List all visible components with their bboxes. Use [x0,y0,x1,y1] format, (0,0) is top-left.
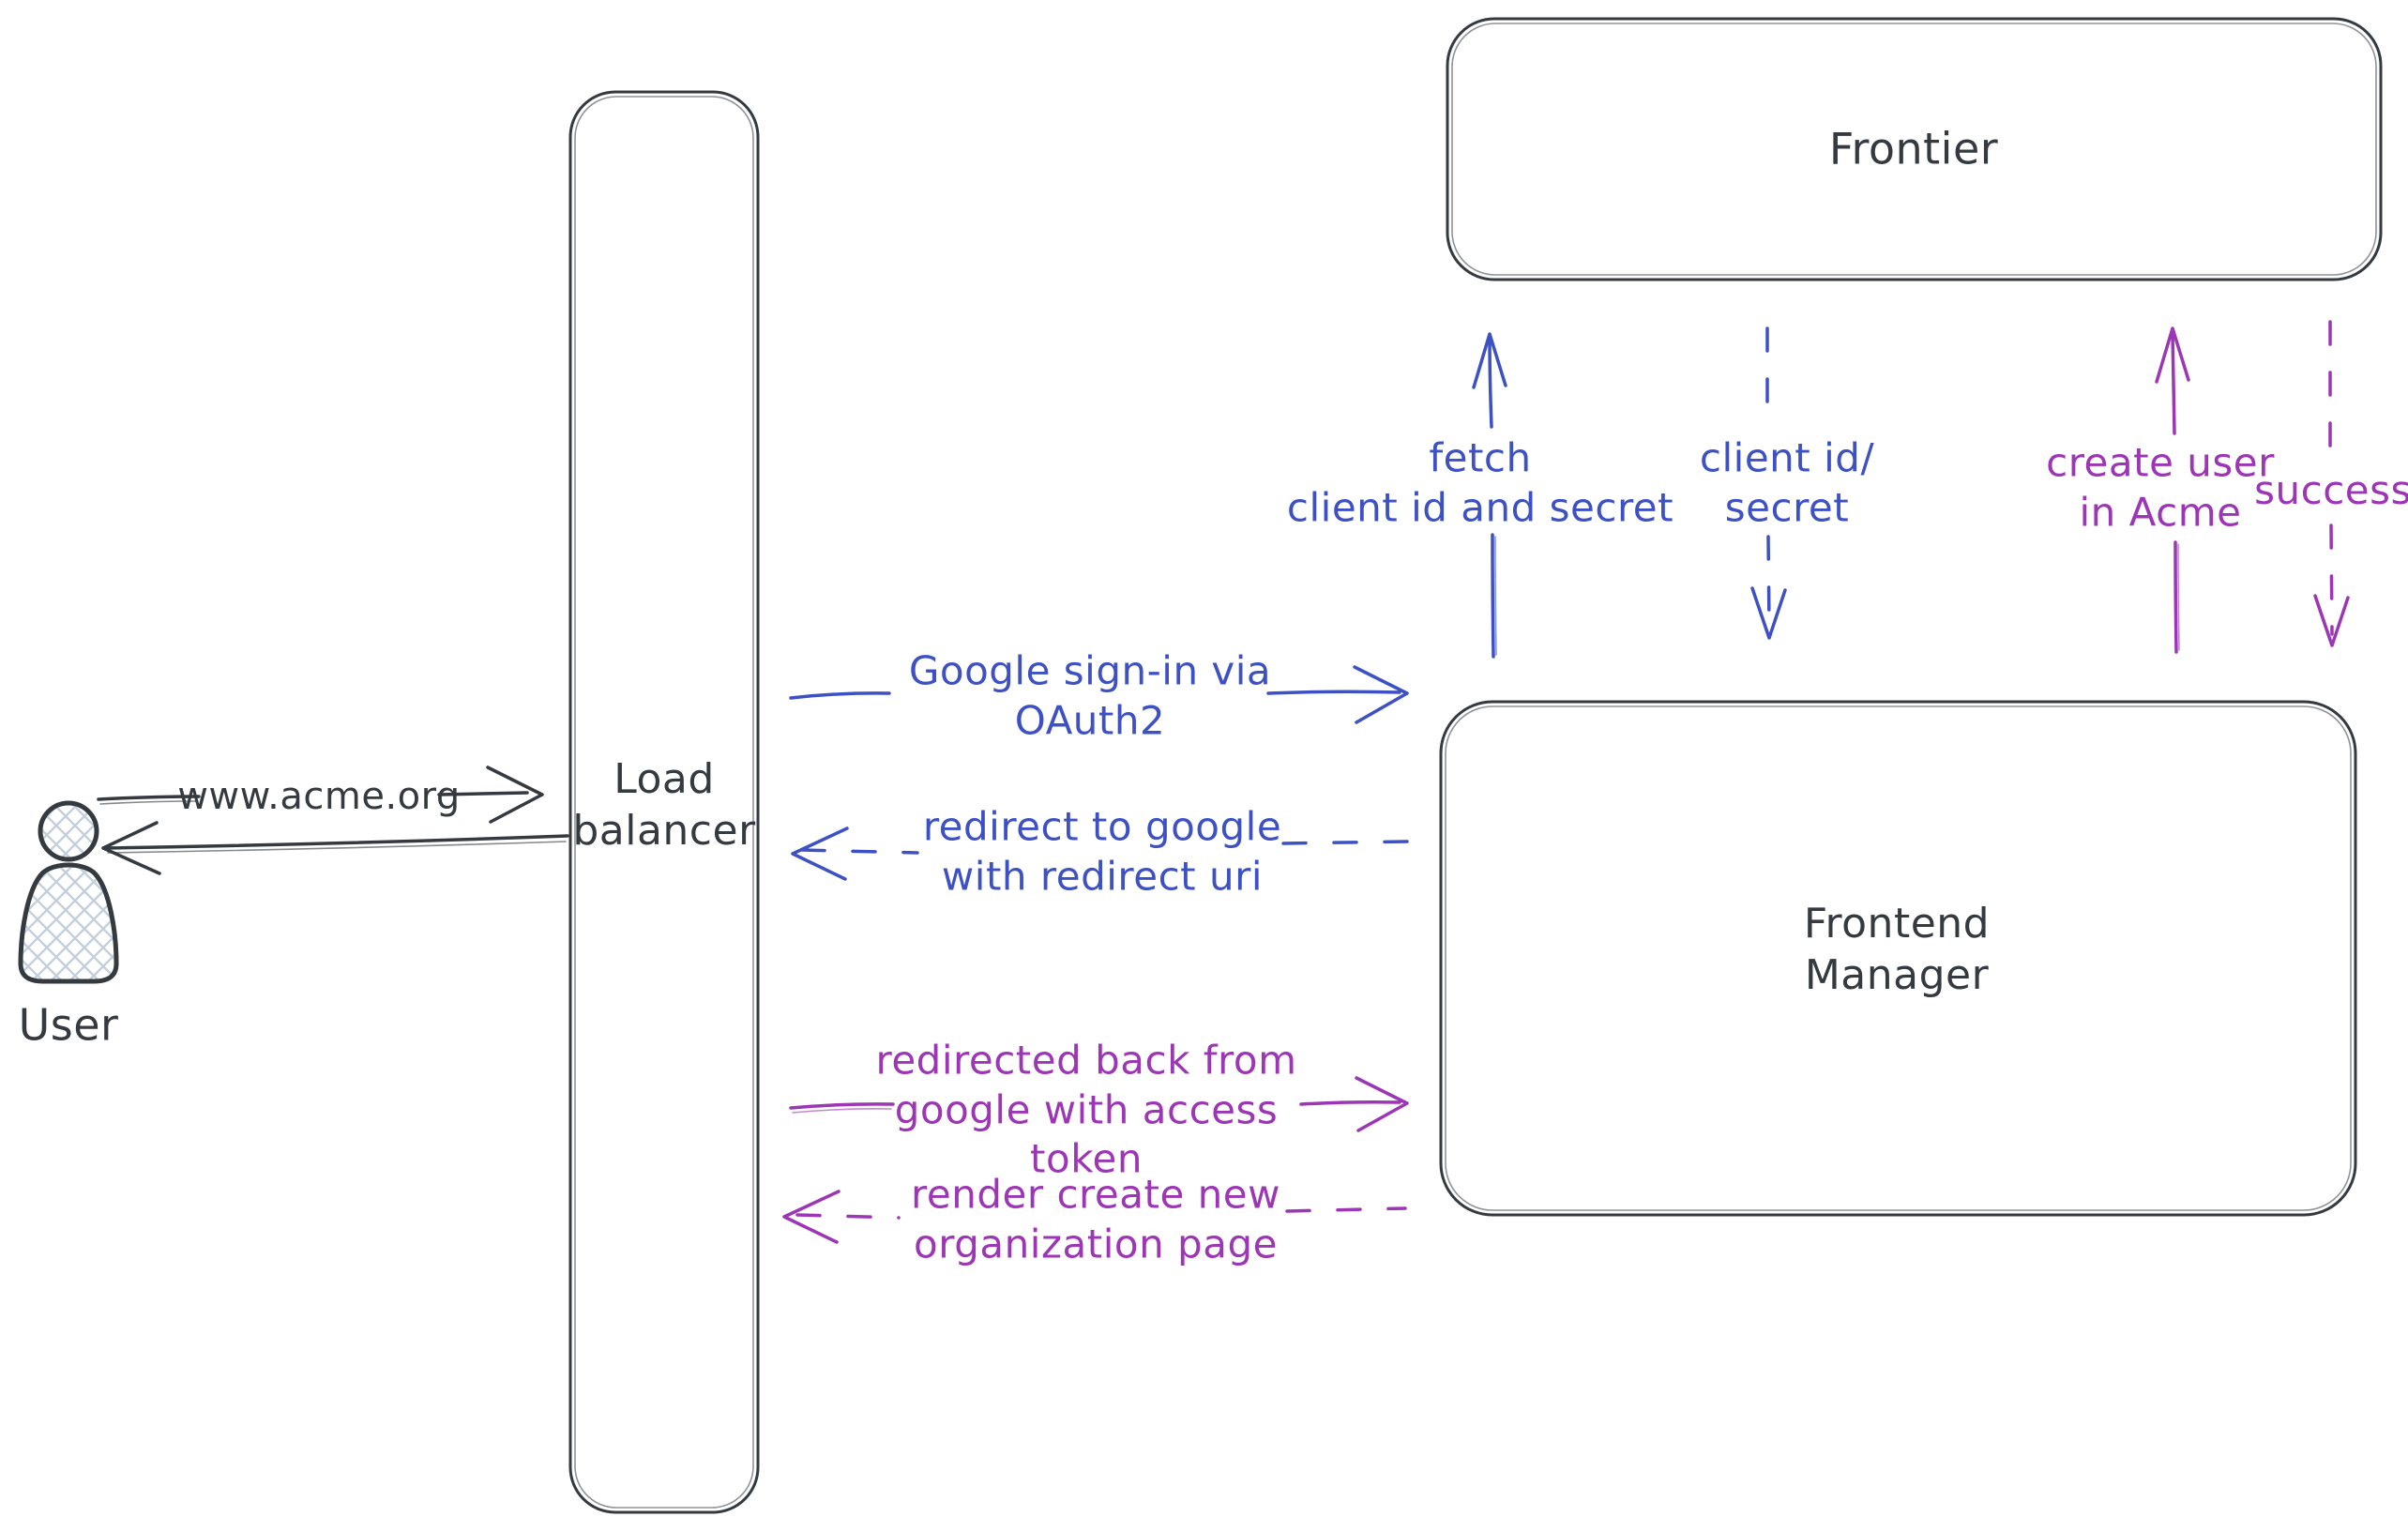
arrow-redirected-back [789,1076,1409,1132]
arrow-google-signin [789,665,1409,724]
arrow-fetch-client [1472,332,1507,659]
arrow-response-to-user [101,821,569,875]
user-person-icon [18,800,119,984]
arrow-client-id-secret [1750,326,1787,640]
arrow-success [2313,320,2350,647]
frontier-box [1446,17,2383,281]
load-balancer-box [568,90,760,1514]
arrow-redirect-google [791,827,1409,881]
arrow-render-org-page [782,1190,1407,1244]
arrow-www-acme [97,766,544,824]
frontend-manager-box [1439,700,2357,1217]
arrow-create-user [2155,326,2190,654]
